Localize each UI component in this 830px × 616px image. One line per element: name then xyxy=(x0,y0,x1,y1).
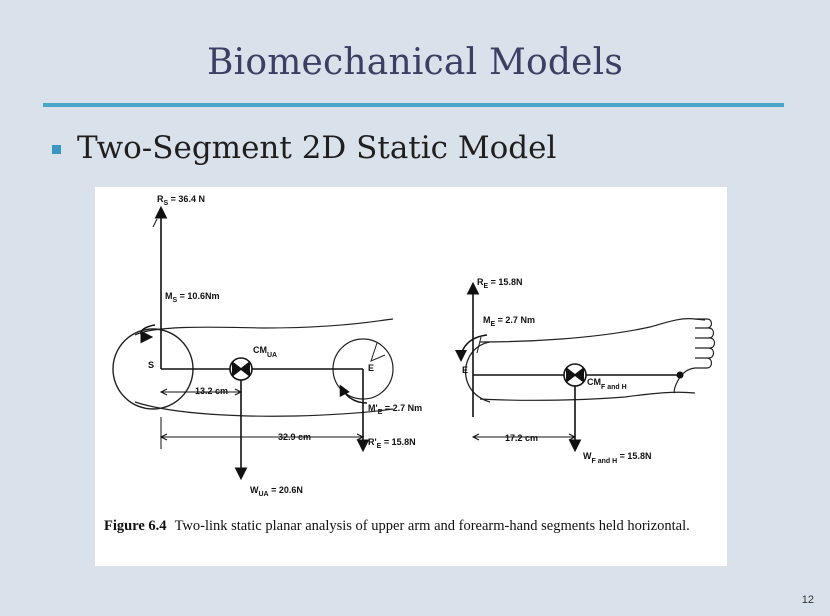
square-bullet-icon xyxy=(52,144,61,154)
figure-image: RS = 36.4 N MS = 10.6Nm S CMUA E 13.2 cm… xyxy=(95,187,727,566)
dist-32-9-label: 32.9 cm xyxy=(278,432,311,442)
free-body-diagram: RS = 36.4 N MS = 10.6Nm S CMUA E 13.2 cm… xyxy=(112,194,716,498)
dist-13-2-label: 13.2 cm xyxy=(195,386,228,396)
me-prime-moment-arrow xyxy=(339,384,368,404)
w-fh-label: WF and H = 15.8N xyxy=(583,451,651,465)
me-label: ME = 2.7 Nm xyxy=(483,315,535,328)
upper-arm-outline xyxy=(134,318,394,336)
cm-upper-arm-symbol xyxy=(229,357,253,381)
forearm-outline xyxy=(479,318,706,343)
forearm-diagram: RE = 15.8N ME = 2.7 Nm E CMF and H 17.2 … xyxy=(455,277,716,465)
figure-caption-label: Figure 6.4 xyxy=(104,518,167,534)
me-prime-label: M'E = 2.7 Nm xyxy=(368,403,422,416)
re-prime-label: R'E = 15.8N xyxy=(368,437,416,450)
upper-arm-diagram: RS = 36.4 N MS = 10.6Nm S CMUA E 13.2 cm… xyxy=(112,194,422,498)
ms-moment-arrow xyxy=(140,324,156,344)
bullet-item: Two-Segment 2D Static Model xyxy=(52,128,556,168)
ms-label: MS = 10.6Nm xyxy=(165,291,219,304)
forearm-e-label: E xyxy=(462,365,468,375)
slide-title: Biomechanical Models xyxy=(206,42,624,83)
cm-ua-label: CMUA xyxy=(253,345,277,359)
elbow-e-label: E xyxy=(368,363,374,373)
re-label: RE = 15.8N xyxy=(477,277,522,290)
cm-fh-label: CMF and H xyxy=(587,377,627,391)
figure-caption-text: Two-link static planar analysis of upper… xyxy=(174,518,690,534)
cm-forearm-symbol xyxy=(563,363,587,387)
title-divider xyxy=(43,103,784,107)
forearm-elbow-circle xyxy=(465,341,491,403)
page-number: 12 xyxy=(801,594,814,606)
hand-fingers xyxy=(673,318,716,394)
rs-label: RS = 36.4 N xyxy=(157,194,205,207)
me-moment-arrow xyxy=(455,334,488,362)
figure-caption: Figure 6.4 Two-link static planar analysi… xyxy=(104,517,722,536)
w-ua-label: WUA = 20.6N xyxy=(250,485,303,498)
bullet-text: Two-Segment 2D Static Model xyxy=(77,130,557,166)
s-label: S xyxy=(148,360,154,370)
dist-17-2-label: 17.2 cm xyxy=(505,433,538,443)
